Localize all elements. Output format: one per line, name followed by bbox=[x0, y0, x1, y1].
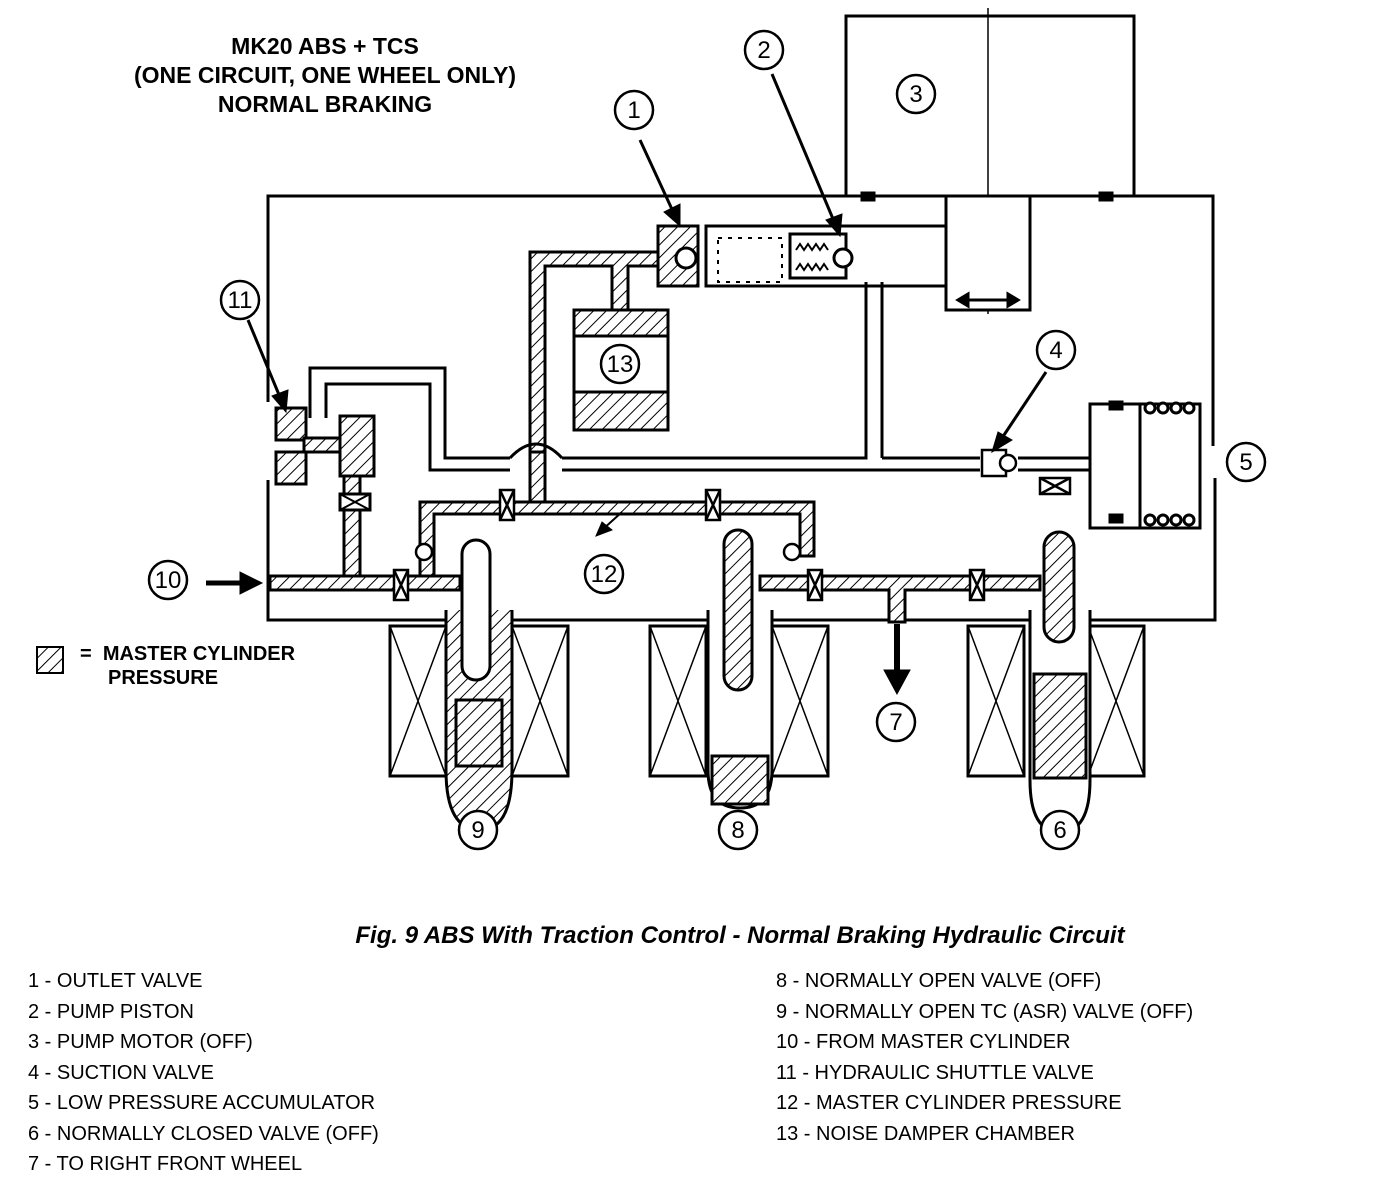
hatch-swatch-icon bbox=[36, 646, 64, 674]
key-item: 5 - LOW PRESSURE ACCUMULATOR bbox=[28, 1092, 376, 1114]
title-line: MK20 ABS + TCS bbox=[231, 33, 419, 59]
key-item: 2 - PUMP PISTON bbox=[28, 1000, 194, 1023]
check-valves bbox=[392, 476, 1072, 602]
key-item: 3 - PUMP MOTOR (OFF) bbox=[28, 1031, 253, 1053]
callout-circle bbox=[1035, 329, 1077, 371]
legend-equals: = bbox=[80, 643, 92, 665]
hydraulic-shuttle-valve bbox=[274, 406, 376, 512]
key-item: 9 - NORMALLY OPEN TC (ASR) VALVE (OFF) bbox=[776, 1000, 1194, 1023]
legend-line-1: MASTER CYLINDER bbox=[102, 643, 296, 665]
callout-number: 12 bbox=[591, 561, 618, 588]
pump-piston-assembly bbox=[656, 224, 948, 288]
callout-number: 6 bbox=[1053, 817, 1066, 844]
key-item: 8 - NORMALLY OPEN VALVE (OFF) bbox=[776, 970, 1102, 992]
callout-circle bbox=[583, 553, 625, 595]
callout-circle bbox=[457, 809, 499, 851]
callout-number: 2 bbox=[757, 37, 770, 64]
callout-number: 4 bbox=[1049, 337, 1062, 364]
callout-circle bbox=[219, 279, 261, 321]
callout-circle bbox=[613, 89, 655, 131]
key-item: 13 - NOISE DAMPER CHAMBER bbox=[776, 1122, 1075, 1145]
noise-damper-chamber bbox=[528, 250, 670, 454]
low-pressure-accumulator bbox=[1088, 400, 1202, 530]
key-item: 4 - SUCTION VALVE bbox=[28, 1061, 214, 1084]
suction-valve bbox=[980, 448, 1018, 478]
pump-motor bbox=[844, 8, 1136, 314]
return-lines bbox=[308, 282, 1090, 472]
title-line: NORMAL BRAKING bbox=[217, 91, 433, 117]
diagram-title: MK20 ABS + TCS (ONE CIRCUIT, ONE WHEEL O… bbox=[90, 32, 560, 119]
callout-number: 7 bbox=[889, 709, 902, 736]
callout-circle bbox=[1225, 441, 1267, 483]
key-item: 11 - HYDRAULIC SHUTTLE VALVE bbox=[776, 1061, 1094, 1084]
key-item: 10 - FROM MASTER CYLINDER bbox=[776, 1031, 1071, 1053]
callout-circle bbox=[147, 559, 189, 601]
title-line: (ONE CIRCUIT, ONE WHEEL ONLY) bbox=[133, 62, 517, 88]
key-item: 12 - MASTER CYLINDER PRESSURE bbox=[776, 1092, 1122, 1114]
key-item: 6 - NORMALLY CLOSED VALVE (OFF) bbox=[28, 1122, 379, 1145]
callout-number: 5 bbox=[1239, 449, 1252, 476]
key-item: 7 - TO RIGHT FRONT WHEEL bbox=[28, 1153, 303, 1175]
callout-number: 8 bbox=[731, 817, 744, 844]
figure-caption: Fig. 9 ABS With Traction Control - Norma… bbox=[355, 922, 1125, 949]
master-cylinder-manifold bbox=[268, 416, 1042, 624]
callout-circle bbox=[895, 73, 937, 115]
callout-number: 9 bbox=[471, 817, 484, 844]
legend-line-2: PRESSURE bbox=[108, 667, 219, 689]
callout-circle bbox=[875, 701, 917, 743]
callout-number: 13 bbox=[607, 351, 634, 378]
callout-circle bbox=[599, 343, 641, 385]
key-item: 1 - OUTLET VALVE bbox=[28, 970, 203, 992]
flow-arrows bbox=[206, 73, 1048, 696]
callout-circle bbox=[717, 809, 759, 851]
key-list-left: 1 - OUTLET VALVE 2 - PUMP PISTON 3 - PUM… bbox=[28, 966, 379, 1180]
key-list-right: 8 - NORMALLY OPEN VALVE (OFF) 9 - NORMAL… bbox=[776, 966, 1193, 1149]
callout-number: 11 bbox=[228, 287, 253, 314]
solenoid-valve-9 bbox=[388, 538, 570, 832]
callout-number: 1 bbox=[627, 97, 640, 124]
callout-number: 10 bbox=[155, 567, 182, 594]
solenoid-valve-8 bbox=[648, 528, 830, 810]
callout-number: 3 bbox=[909, 81, 922, 108]
callout-circle bbox=[1039, 809, 1081, 851]
callout-circle bbox=[743, 29, 785, 71]
